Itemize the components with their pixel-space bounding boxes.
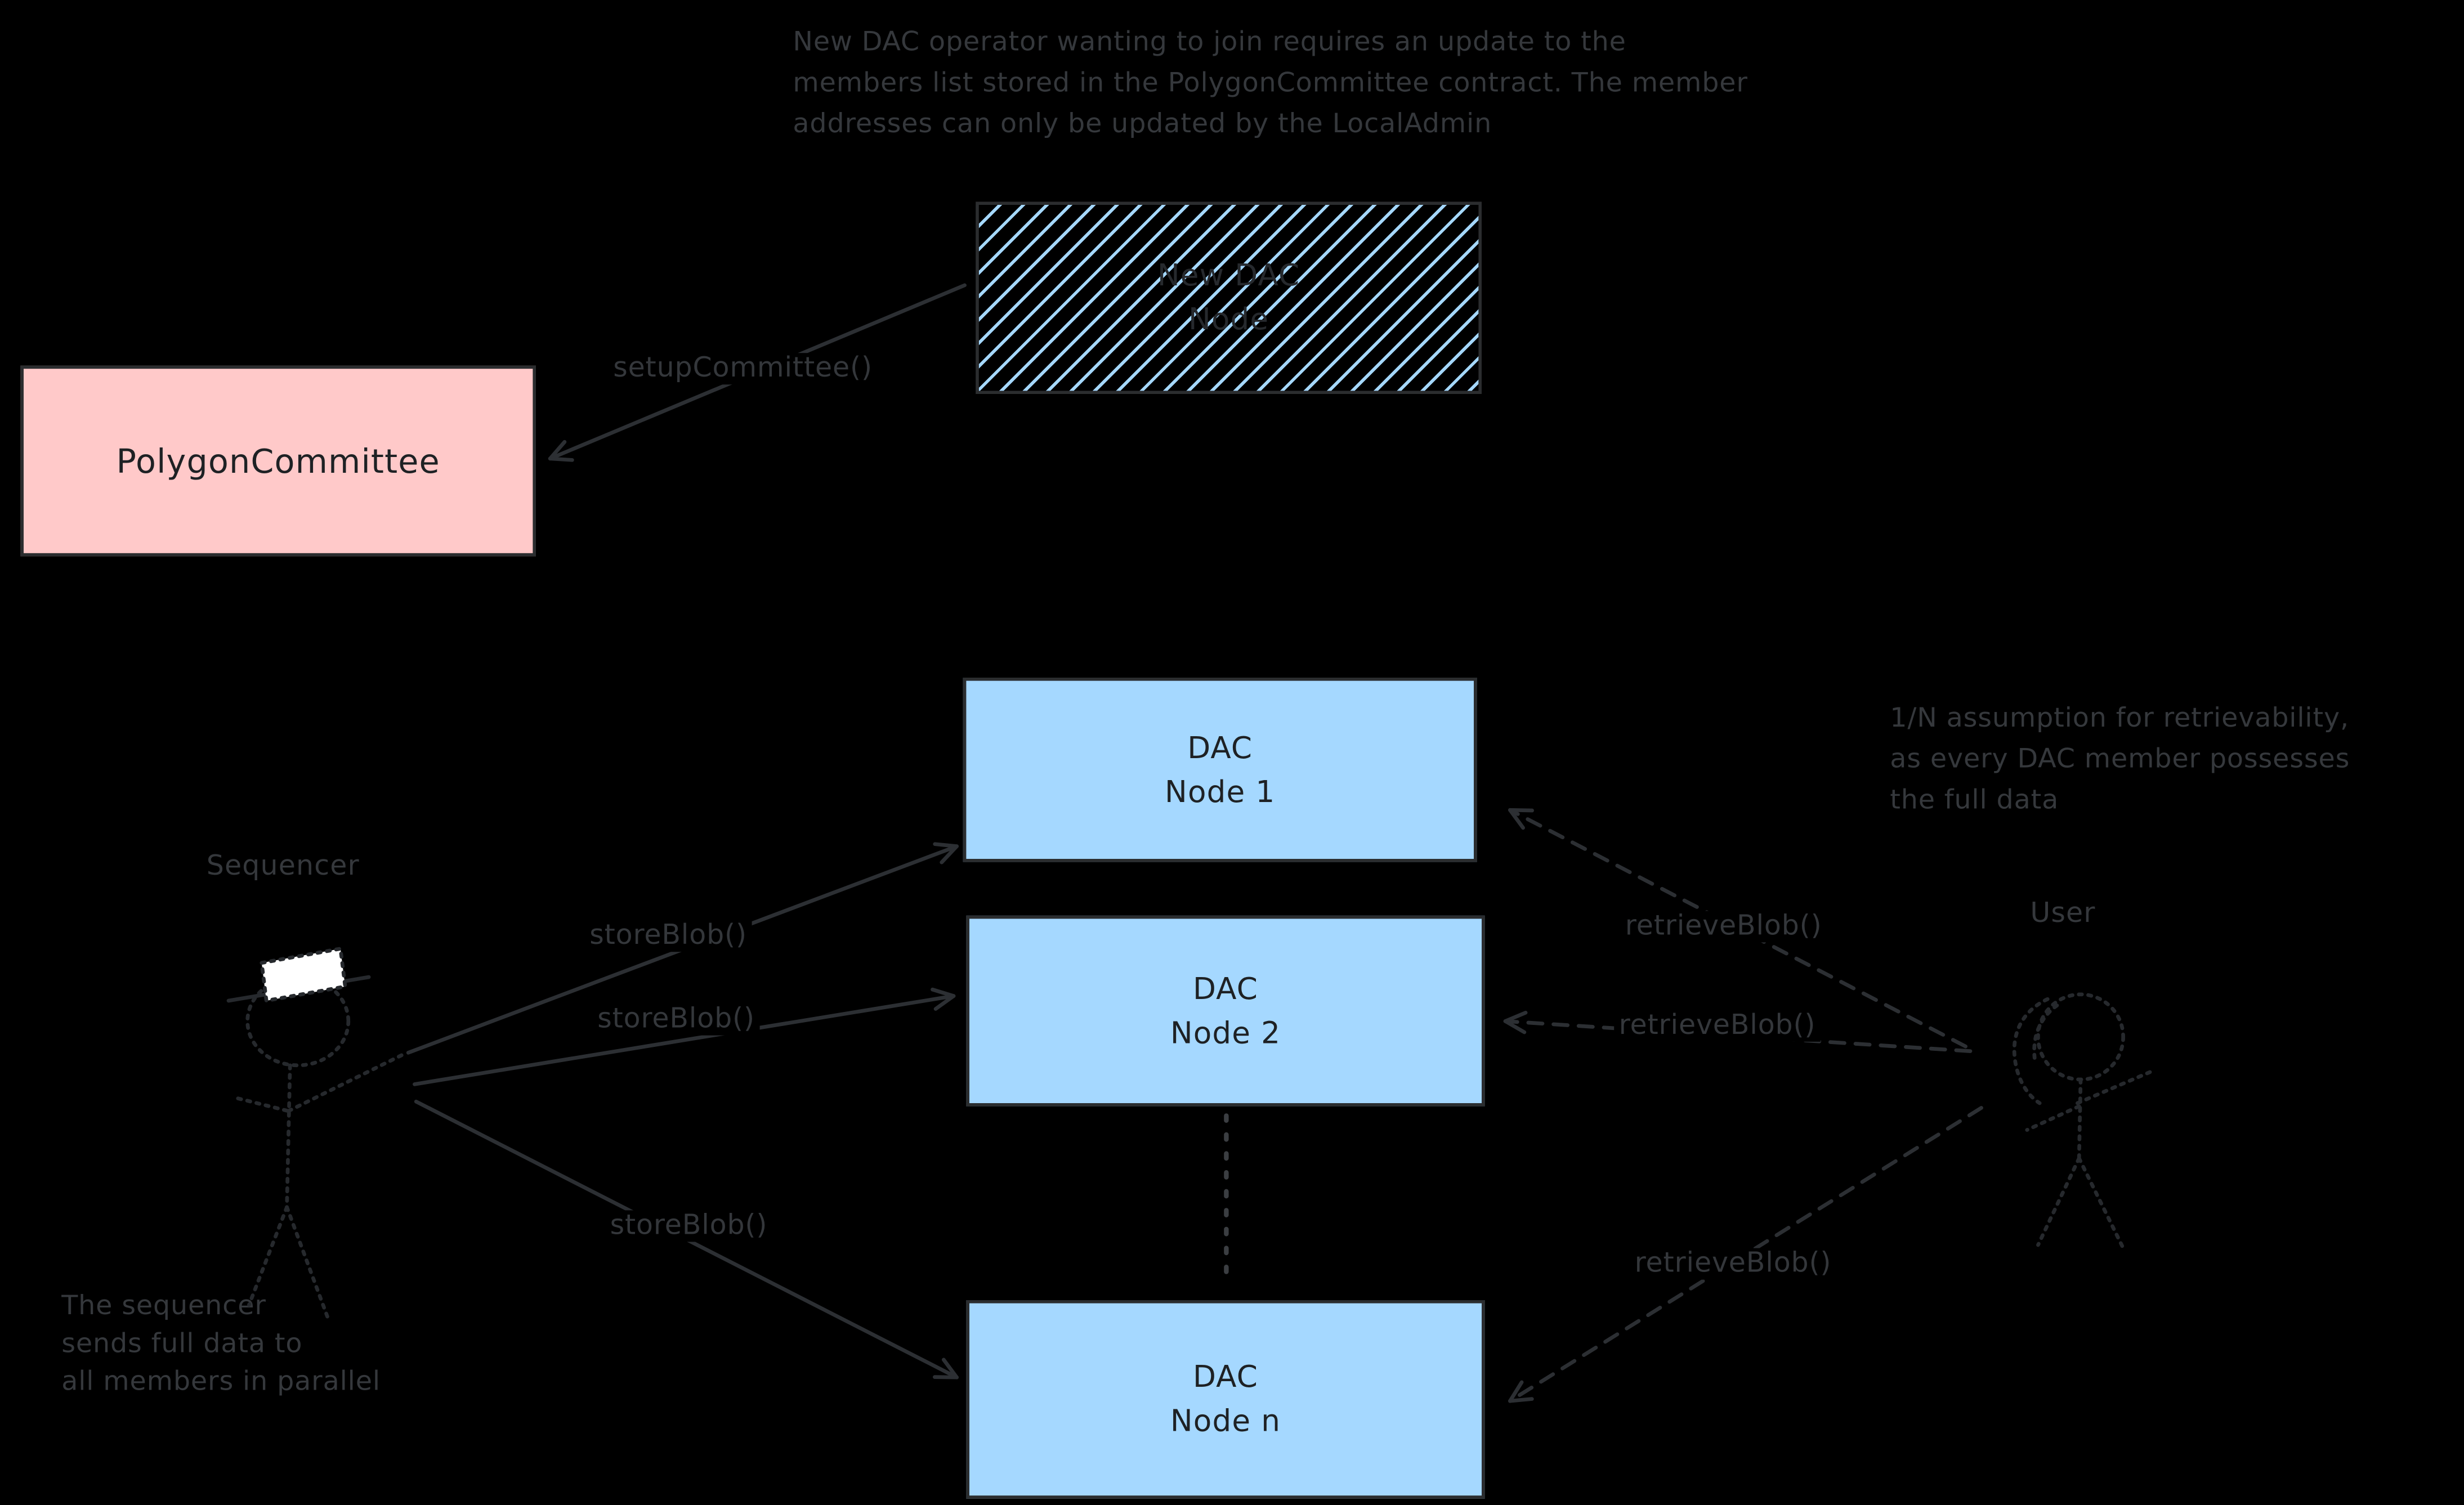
retrieve-blob-arrow-3-head	[1508, 1380, 1524, 1403]
new-dac-node-box: New DAC Node	[976, 201, 1482, 394]
user-figure	[2012, 992, 2157, 1253]
retrieve-blob-arrow-2-head	[1503, 1019, 1527, 1034]
sequencer-head	[245, 975, 351, 1068]
retrievability-note-line-3: the full data	[1890, 785, 2059, 817]
sequencer-label: Sequencer	[206, 851, 360, 883]
user-right-leg	[2077, 1156, 2127, 1253]
sequencer-left-leg	[247, 1205, 289, 1307]
dac-node-n-line-2: Node n	[1170, 1404, 1281, 1439]
retrieve-blob-call-label-3: retrieveBlob()	[1630, 1248, 1836, 1280]
store-blob-arrow-2-head	[933, 994, 956, 1011]
user-left-arm	[2025, 1104, 2081, 1132]
dac-node-n-box: DAC Node n	[966, 1300, 1485, 1499]
sequencer-figure	[226, 946, 406, 1324]
dac-node-2-line-2: Node 2	[1170, 1015, 1281, 1051]
dac-node-1-line-2: Node 1	[1165, 774, 1276, 809]
user-label: User	[2030, 898, 2096, 930]
sequencer-left-arm	[236, 1096, 290, 1113]
parallel-note-line-3: all members in parallel	[61, 1366, 381, 1398]
store-blob-arrow-3-head	[942, 1358, 959, 1379]
setup-committee-arrow-head	[548, 440, 567, 461]
retrievability-note-line-1: 1/N assumption for retrievability,	[1890, 702, 2350, 734]
parallel-note-line-1: The sequencer	[61, 1291, 266, 1323]
retrieve-blob-call-label-2: retrieveBlob()	[1614, 1010, 1821, 1042]
store-blob-call-label-3: storeBlob()	[605, 1210, 772, 1242]
dac-node-1-line-1: DAC	[1187, 730, 1253, 765]
user-body	[2077, 1077, 2083, 1161]
store-blob-arrow-1-head	[940, 844, 959, 865]
new-dac-node-line-1: New DAC	[1157, 258, 1300, 293]
dac-node-n-line-1: DAC	[1192, 1360, 1259, 1395]
store-blob-arrow-2-head	[931, 987, 956, 998]
parallel-note: The sequencer sends full data to all mem…	[61, 1288, 381, 1401]
setup-committee-arrow-head	[548, 456, 574, 462]
retrieve-blob-arrow-3-head	[1508, 1397, 1534, 1403]
admin-note-line-2: members list stored in the PolygonCommit…	[793, 68, 1748, 100]
admin-note-line-3: addresses can only be updated by the Loc…	[793, 109, 1492, 141]
store-blob-arrow-1-head	[933, 842, 959, 848]
polygon-committee-label: PolygonCommittee	[116, 442, 440, 480]
retrieve-blob-arrow-2-head	[1503, 1010, 1528, 1023]
retrievability-note: 1/N assumption for retrievability, as ev…	[1890, 698, 2350, 821]
setup-committee-call-label: setupCommittee()	[608, 353, 878, 385]
sequencer-hat	[260, 946, 347, 1003]
sequencer-right-leg	[285, 1205, 332, 1324]
store-blob-call-label-2: storeBlob()	[592, 1004, 760, 1036]
store-blob-call-label-1: storeBlob()	[584, 920, 752, 952]
user-hair-icon	[2012, 997, 2050, 1105]
retrievability-note-line-2: as every DAC member possesses	[1890, 743, 2350, 776]
sequencer-right-arm	[287, 1052, 406, 1113]
admin-note: New DAC operator wanting to join require…	[793, 22, 1747, 145]
user-head	[2036, 992, 2125, 1082]
user-left-leg	[2036, 1156, 2081, 1247]
sequencer-body	[285, 1063, 292, 1210]
dac-node-1-box: DAC Node 1	[963, 678, 1477, 862]
store-blob-arrow-2	[413, 994, 956, 1086]
dac-node-2-box: DAC Node 2	[966, 915, 1485, 1107]
retrieve-blob-call-label-1: retrieveBlob()	[1620, 911, 1827, 943]
dac-node-2-line-1: DAC	[1192, 971, 1259, 1006]
user-hair-inner	[2032, 1004, 2059, 1063]
polygon-committee-box: PolygonCommittee	[20, 365, 536, 557]
retrieve-blob-arrow-1-head	[1508, 808, 1525, 830]
admin-note-line-1: New DAC operator wanting to join require…	[793, 26, 1626, 59]
new-dac-node-line-2: Node	[1188, 302, 1269, 338]
store-blob-arrow-3-head	[933, 1375, 959, 1379]
user-right-arm	[2076, 1068, 2157, 1105]
parallel-note-line-2: sends full data to	[61, 1328, 303, 1360]
